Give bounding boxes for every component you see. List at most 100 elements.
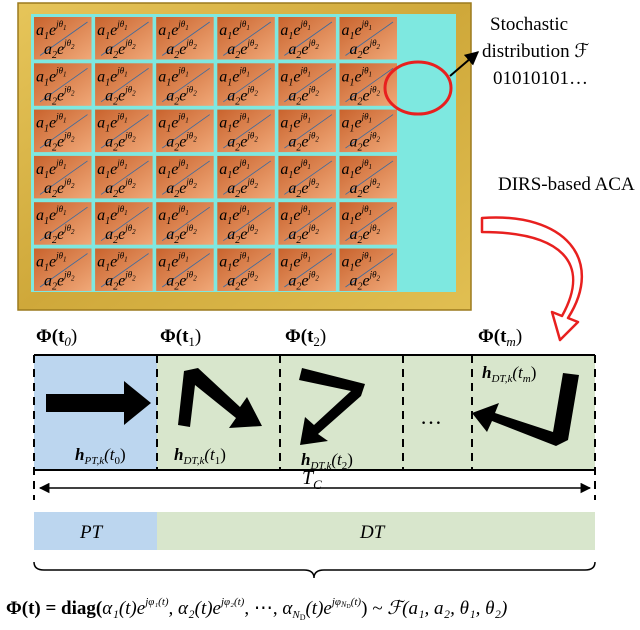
ris-element-diagonal (223, 206, 272, 242)
ris-element-term-2: a2ejθ2 (227, 84, 258, 107)
ris-element-patch (95, 155, 153, 199)
ris-element-term-1: a1ejθ1 (36, 158, 67, 181)
ris-element-diagonal (345, 253, 394, 288)
channel-label-t0: hPT,k(t0) (75, 445, 126, 467)
ris-element-patch (95, 17, 153, 60)
highlight-ellipse (383, 60, 453, 116)
ris-element-patch (339, 155, 397, 199)
ris-element-diagonal (100, 253, 149, 288)
ris-element-diagonal (223, 21, 272, 56)
ris-element-patch (34, 17, 92, 60)
ris-element-term-1: a1ejθ1 (280, 65, 311, 88)
dt-label: DT (359, 522, 386, 543)
ris-element-diagonal (345, 21, 394, 56)
phi-label-t2: Φ(t2) (285, 326, 326, 349)
dirs-aca-curved-arrow (480, 216, 584, 342)
ris-element-term-2: a2ejθ2 (105, 38, 136, 61)
ris-element-diagonal (345, 67, 394, 103)
channel-label-t1: hDT,k(t1) (174, 445, 226, 467)
ellipsis: … (420, 404, 442, 429)
ris-element-diagonal (100, 206, 149, 242)
ris-element-term-1: a1ejθ1 (97, 19, 128, 42)
ris-element-patch (278, 202, 336, 245)
ris-element-diagonal (284, 114, 333, 149)
ris-element-term-2: a2ejθ2 (350, 223, 381, 246)
ris-element-patch (217, 155, 275, 199)
ris-element-term-2: a2ejθ2 (44, 223, 75, 246)
ris-element-term-2: a2ejθ2 (350, 84, 381, 107)
ris-element-patch (34, 63, 92, 106)
ris-element-term-2: a2ejθ2 (350, 177, 381, 200)
channel-arrow-tm (472, 373, 579, 446)
ris-element-term-2: a2ejθ2 (166, 223, 197, 246)
ris-element-term-2: a2ejθ2 (227, 131, 258, 154)
ris-element-term-1: a1ejθ1 (219, 204, 250, 227)
ris-element-patch (339, 248, 397, 291)
ris-element-term-2: a2ejθ2 (44, 38, 75, 61)
ris-element-diagonal (39, 160, 88, 195)
ris-inner-panel (31, 14, 456, 292)
ris-element-term-1: a1ejθ1 (158, 19, 189, 42)
ris-element-diagonal (39, 114, 88, 149)
ris-element-term-2: a2ejθ2 (288, 177, 319, 200)
ris-element-diagonal (100, 21, 149, 56)
ris-element-term-1: a1ejθ1 (158, 251, 189, 274)
pt-label: PT (79, 522, 104, 543)
annotation-stochastic: Stochastic (490, 14, 568, 35)
ris-element-patch (156, 202, 214, 245)
ris-element-diagonal (39, 253, 88, 288)
ris-element-term-2: a2ejθ2 (166, 131, 197, 154)
ris-element-term-2: a2ejθ2 (227, 223, 258, 246)
ris-element-term-1: a1ejθ1 (158, 65, 189, 88)
ris-element-patch (34, 248, 92, 291)
ris-element-term-2: a2ejθ2 (166, 38, 197, 61)
ris-element-term-2: a2ejθ2 (227, 38, 258, 61)
ris-element-term-2: a2ejθ2 (350, 131, 381, 154)
ris-element-diagonal (284, 21, 333, 56)
ris-element-term-2: a2ejθ2 (44, 270, 75, 293)
ris-element-term-2: a2ejθ2 (166, 177, 197, 200)
ris-element-term-1: a1ejθ1 (36, 112, 67, 135)
ris-element-patch (95, 248, 153, 291)
channel-arrow-t2 (299, 368, 365, 445)
ris-element-diagonal (100, 67, 149, 103)
dt-bar (157, 512, 595, 550)
channel-label-t2: hDT,k(t2) (301, 450, 353, 472)
ris-element-term-2: a2ejθ2 (350, 38, 381, 61)
ris-element-grid: a1ejθ1a2ejθ2a1ejθ1a2ejθ2a1ejθ1a2ejθ2a1ej… (34, 17, 397, 293)
ris-element-term-1: a1ejθ1 (219, 251, 250, 274)
ris-element-diagonal (100, 160, 149, 195)
ris-element-term-2: a2ejθ2 (227, 270, 258, 293)
annotation-distribution: distribution ℱ (482, 41, 589, 62)
ris-element-term-2: a2ejθ2 (44, 131, 75, 154)
ris-element-term-1: a1ejθ1 (36, 65, 67, 88)
ris-element-diagonal (345, 206, 394, 242)
pt-bar (34, 512, 157, 550)
ris-element-diagonal (39, 67, 88, 103)
bottom-brace (33, 561, 596, 579)
phi-label-t1: Φ(t1) (160, 326, 201, 349)
ris-element-term-1: a1ejθ1 (280, 158, 311, 181)
ris-element-diagonal (284, 160, 333, 195)
ris-element-diagonal (161, 160, 210, 195)
ris-element-diagonal (100, 114, 149, 149)
ris-element-term-1: a1ejθ1 (280, 204, 311, 227)
ris-element-patch (156, 17, 214, 60)
ris-element-patch (95, 109, 153, 153)
